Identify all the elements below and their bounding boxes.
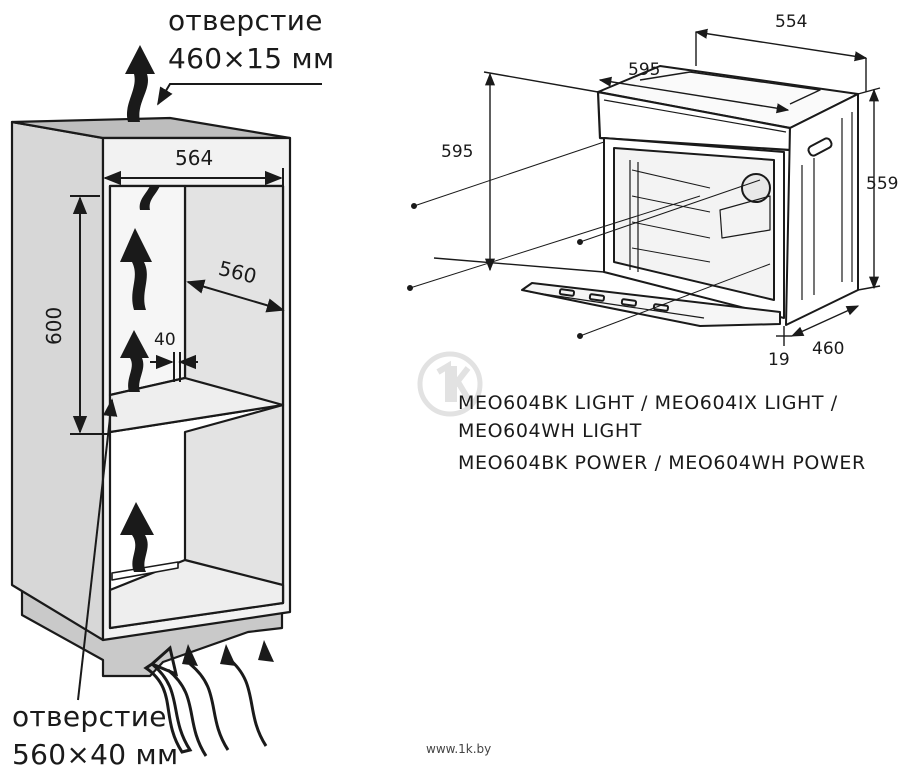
- model-line-2: MEO604WH LIGHT: [458, 420, 642, 442]
- leader-points: [407, 141, 771, 339]
- cabinet-side-panel: [10, 120, 105, 642]
- width-dim-label: 564: [175, 146, 214, 170]
- arrowhead-in-3: [258, 640, 274, 662]
- oven-door: [521, 282, 781, 327]
- watermark-logo: [417, 351, 483, 417]
- dim-559-label: 559: [866, 174, 899, 194]
- height-dim-label: 600: [42, 306, 66, 345]
- right-dimensions: [433, 28, 881, 346]
- cabinet-drawing: [10, 116, 292, 678]
- dim-460-label: 460: [812, 339, 845, 359]
- dim-554-line: [694, 28, 868, 62]
- dim-560-line: [186, 279, 285, 313]
- opening-leaders: [77, 83, 322, 701]
- model-line-1: MEO604BK LIGHT / MEO604IX LIGHT /: [458, 392, 838, 414]
- model-line-3: MEO604BK POWER / MEO604WH POWER: [458, 452, 866, 474]
- airflow-arrow-upper-2: [120, 330, 149, 392]
- airflow-arrow-in-3: [227, 656, 268, 747]
- airflow-arrow-lower: [120, 502, 154, 572]
- dim-595-height-label: 595: [441, 142, 474, 162]
- top-opening-size: 460×15 мм: [168, 42, 335, 75]
- left-dimensions: [70, 168, 285, 435]
- oven-side: [785, 93, 859, 326]
- oven-cavity: [613, 147, 775, 301]
- top-opening-leader: [157, 83, 322, 106]
- airflow-arrow-in-2: [189, 662, 230, 751]
- dim-19-label: 19: [768, 350, 790, 370]
- dim-460-line: [790, 305, 860, 337]
- arrowhead-in-2: [220, 644, 236, 666]
- oven-drawing: [521, 65, 859, 327]
- airflow-arrow-in-1: [143, 645, 193, 754]
- airflow-arrows: [120, 45, 274, 757]
- arrowhead-in-1: [182, 644, 198, 666]
- airflow-arrow-upper-1: [120, 228, 152, 310]
- side-vent-1: [807, 137, 833, 157]
- airflow-arrow-in-1b: [167, 668, 208, 757]
- gap-dim-label: 40: [154, 330, 176, 350]
- top-opening-label: отверстие: [168, 4, 323, 37]
- bottom-opening-leader: [77, 398, 118, 701]
- airflow-arrow-upper-top: [139, 186, 160, 210]
- dim-595-width-label: 595: [628, 60, 661, 80]
- dim-554-label: 554: [775, 12, 808, 32]
- bottom-opening-size: 560×40 мм: [12, 738, 179, 771]
- airflow-arrow-top: [125, 45, 155, 122]
- dim-595w-line: [598, 76, 790, 114]
- oven-fan: [741, 173, 771, 203]
- bottom-opening-label: отверстие: [12, 700, 167, 733]
- watermark-text: www.1k.by: [426, 742, 492, 756]
